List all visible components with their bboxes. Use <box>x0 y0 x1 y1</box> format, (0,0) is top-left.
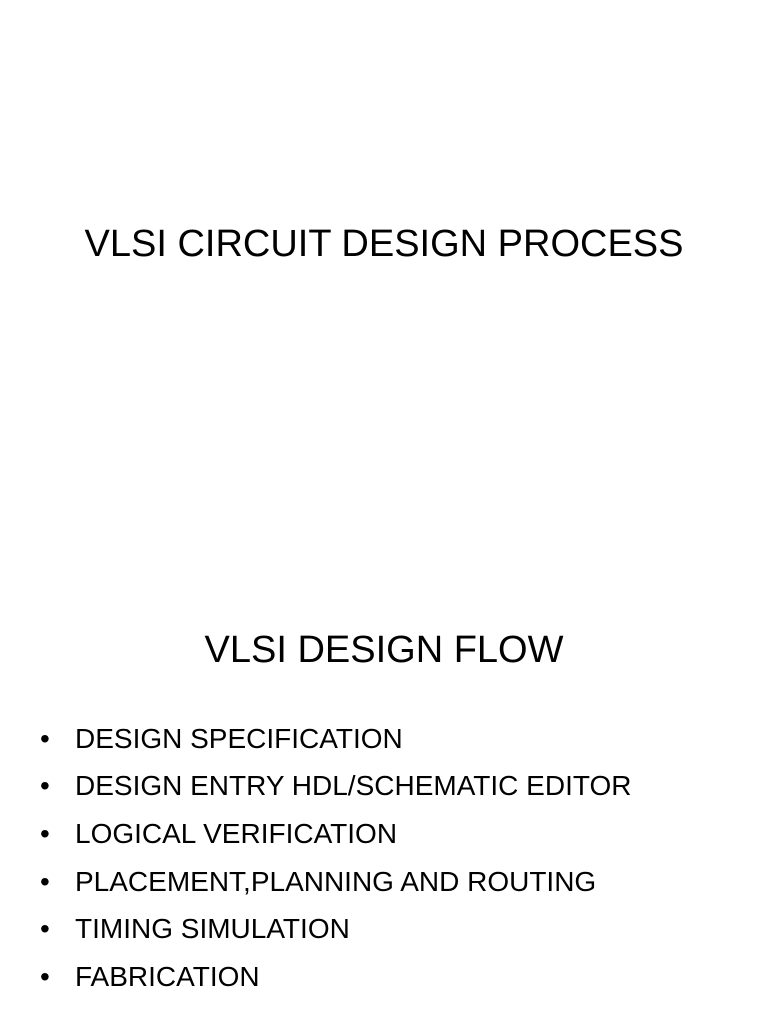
list-item: • DESIGN ENTRY HDL/SCHEMATIC EDITOR <box>40 763 760 811</box>
list-item-text: LOGICAL VERIFICATION <box>75 817 398 849</box>
list-item: • FABRICATION <box>40 953 760 1001</box>
bullet-icon: • <box>40 960 50 992</box>
list-item-text: TIMING SIMULATION <box>75 913 350 945</box>
list-item-text: PLACEMENT,PLANNING AND ROUTING <box>75 865 597 897</box>
slide-design-flow: VLSI DESIGN FLOW • DESIGN SPECIFICATION … <box>0 576 768 1024</box>
bullet-icon: • <box>40 913 50 945</box>
list-item-text: DESIGN SPECIFICATION <box>75 722 403 754</box>
bullet-icon: • <box>40 817 50 849</box>
bullet-list: • DESIGN SPECIFICATION • DESIGN ENTRY HD… <box>40 715 760 1001</box>
list-item-text: DESIGN ENTRY HDL/SCHEMATIC EDITOR <box>75 770 632 802</box>
bullet-icon: • <box>40 865 50 897</box>
list-item-text: FABRICATION <box>75 960 260 992</box>
list-item: • DESIGN SPECIFICATION <box>40 715 760 763</box>
list-item: • PLACEMENT,PLANNING AND ROUTING <box>40 858 760 906</box>
bullet-icon: • <box>40 770 50 802</box>
slide-title: VLSI CIRCUIT DESIGN PROCESS <box>84 223 684 265</box>
list-item: • LOGICAL VERIFICATION <box>40 810 760 858</box>
slide-title-page: VLSI CIRCUIT DESIGN PROCESS <box>84 223 684 265</box>
slide-heading: VLSI DESIGN FLOW <box>204 629 564 671</box>
bullet-icon: • <box>40 722 50 754</box>
list-item: • TIMING SIMULATION <box>40 905 760 953</box>
